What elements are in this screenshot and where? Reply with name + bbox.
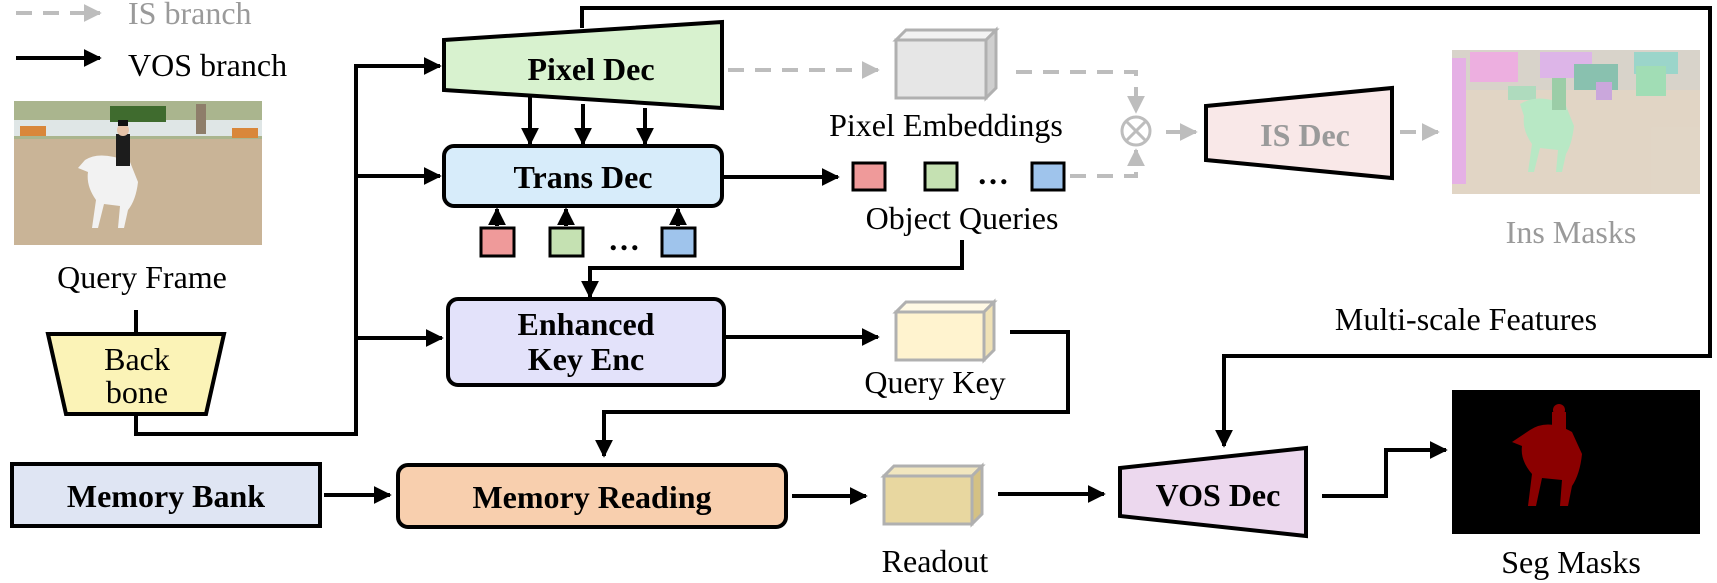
vos-dec-label: VOS Dec [1156,477,1281,513]
seg-masks-label: Seg Masks [1501,544,1641,580]
pixel-dec-label: Pixel Dec [527,51,654,87]
query-key-to-memory-reading-arrow [595,330,1070,458]
backbone-feature-trunk [134,66,358,436]
enhanced-key-enc-label-line2: Key Enc [528,341,644,377]
input-query-red [479,226,516,258]
object-query-blue [1030,161,1066,192]
query-key-label: Query Key [864,364,1005,400]
memory-reading-block [396,463,788,529]
enhanced-key-enc-label-line1: Enhanced [518,306,655,342]
seg-masks-image [1452,390,1700,534]
ins-masks-label: Ins Masks [1506,214,1637,250]
trans-dec-label: Trans Dec [514,159,653,195]
multi-scale-features-path [580,6,1712,448]
pixel-embeddings-label: Pixel Embeddings [829,107,1063,143]
trans-dec-block [442,144,724,208]
memory-bank-label: Memory Bank [67,478,265,514]
embeddings-to-multiply-line [1016,70,1145,114]
object-query-green [923,161,959,192]
backbone-label-line2: bone [106,374,168,410]
is-dec-block [1204,85,1394,181]
queries-to-multiply-line [1070,148,1145,178]
ins-masks-image [1452,50,1700,194]
backbone-block [45,332,227,416]
multiply-operator [1120,115,1152,147]
input-query-ellipsis: … [608,221,640,257]
pixel-dec-block [442,19,724,111]
query-key-cube [892,298,998,364]
vos-dec-block [1118,445,1308,539]
memory-reading-label: Memory Reading [472,479,711,515]
object-query-red [851,161,887,192]
query-frame-label: Query Frame [57,259,227,295]
readout-label: Readout [882,543,989,579]
legend: IS branch VOS branch [16,0,287,83]
memory-bank-block [10,462,322,528]
legend-vos-label: VOS branch [128,47,287,83]
multi-scale-features-label: Multi-scale Features [1335,301,1597,337]
object-queries-label: Object Queries [866,200,1059,236]
pixel-embeddings-cube [892,26,1000,102]
is-dec-label: IS Dec [1260,117,1350,153]
input-query-green [548,226,585,258]
backbone-label-line1: Back [104,341,170,377]
vos-dec-to-seg-masks-arrow [1322,441,1448,498]
object-query-ellipsis: … [977,155,1009,191]
input-query-blue [660,226,697,258]
query-frame-image [14,101,262,245]
readout-cube [880,462,986,528]
legend-is-label: IS branch [128,0,252,31]
enhanced-key-enc-block [446,297,726,387]
queries-to-key-enc-arrow [581,240,964,299]
